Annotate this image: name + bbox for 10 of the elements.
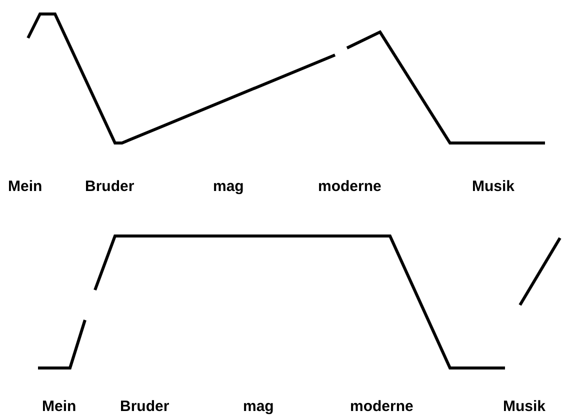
word-label: Mein xyxy=(42,398,76,416)
word-label: moderne xyxy=(350,398,414,416)
word-label: Musik xyxy=(503,398,546,416)
word-label: Musik xyxy=(472,178,515,196)
word-label: moderne xyxy=(318,178,382,196)
word-label: Bruder xyxy=(85,178,134,196)
word-label: Mein xyxy=(8,178,42,196)
word-label: mag xyxy=(213,178,244,196)
word-label: mag xyxy=(243,398,274,416)
word-label: Bruder xyxy=(120,398,170,416)
